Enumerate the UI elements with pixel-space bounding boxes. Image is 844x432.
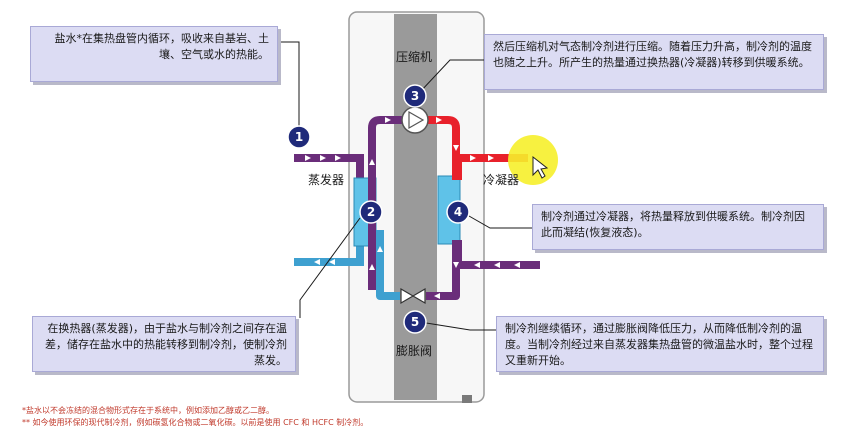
step-5-callout: 制冷剂继续循环，通过膨胀阀降低压力，从而降低制冷剂的温度。当制冷剂经过来自蒸发器… <box>496 316 824 372</box>
step-badge-2: 2 <box>359 200 383 224</box>
expansion-valve-symbol <box>400 287 426 305</box>
cursor-icon <box>532 155 549 179</box>
svg-text:3: 3 <box>411 89 419 103</box>
evaporator-label: 蒸发器 <box>308 173 345 187</box>
step-3-callout: 然后压缩机对气态制冷剂进行压缩。随着压力升高，制冷剂的温度也随之上升。所产生的热… <box>484 34 824 90</box>
flow-arrows <box>305 117 520 299</box>
compressor-column <box>394 14 437 400</box>
svg-text:5: 5 <box>411 315 419 329</box>
cabinet-foot <box>462 395 472 403</box>
footnote-refrigerant: ** 如今使用环保的现代制冷剂，例如碳氢化合物或二氧化碳。以前是使用 CFC 和… <box>22 418 369 427</box>
condenser-label: 冷凝器 <box>483 173 520 187</box>
step-badge-1: 1 <box>287 125 311 149</box>
footnote-brine: *盐水以不会冻结的混合物形式存在于系统中，例如添加乙醇或乙二醇。 <box>22 406 274 415</box>
step-badge-3: 3 <box>403 84 427 108</box>
expansion-valve-label: 膨胀阀 <box>396 344 433 358</box>
step-1-callout: 盐水*在集热盘管内循环，吸收来自基岩、土壤、空气或水的热能。 <box>30 26 278 82</box>
step-4-callout: 制冷剂通过冷凝器，将热量释放到供暖系统。制冷剂因此而凝结(恢复液态)。 <box>532 204 824 250</box>
svg-text:1: 1 <box>295 130 303 144</box>
compressor-symbol <box>401 106 429 134</box>
svg-text:4: 4 <box>454 205 462 219</box>
refrigerant-suction-line <box>368 116 402 290</box>
step-2-callout: 在换热器(蒸发器)，由于盐水与制冷剂之间存在温差，储存在盐水中的热能转移到制冷剂… <box>32 316 296 372</box>
refrigerant-hot-gas-line <box>428 116 460 180</box>
step-badge-4: 4 <box>446 200 470 224</box>
brine-inlet-pipe <box>294 154 364 180</box>
leader-lines <box>278 41 532 331</box>
svg-text:2: 2 <box>367 205 375 219</box>
step-badge-5: 5 <box>403 310 427 334</box>
compressor-label: 压缩机 <box>396 50 433 64</box>
step-badges: 1 2 3 4 5 <box>287 84 470 334</box>
